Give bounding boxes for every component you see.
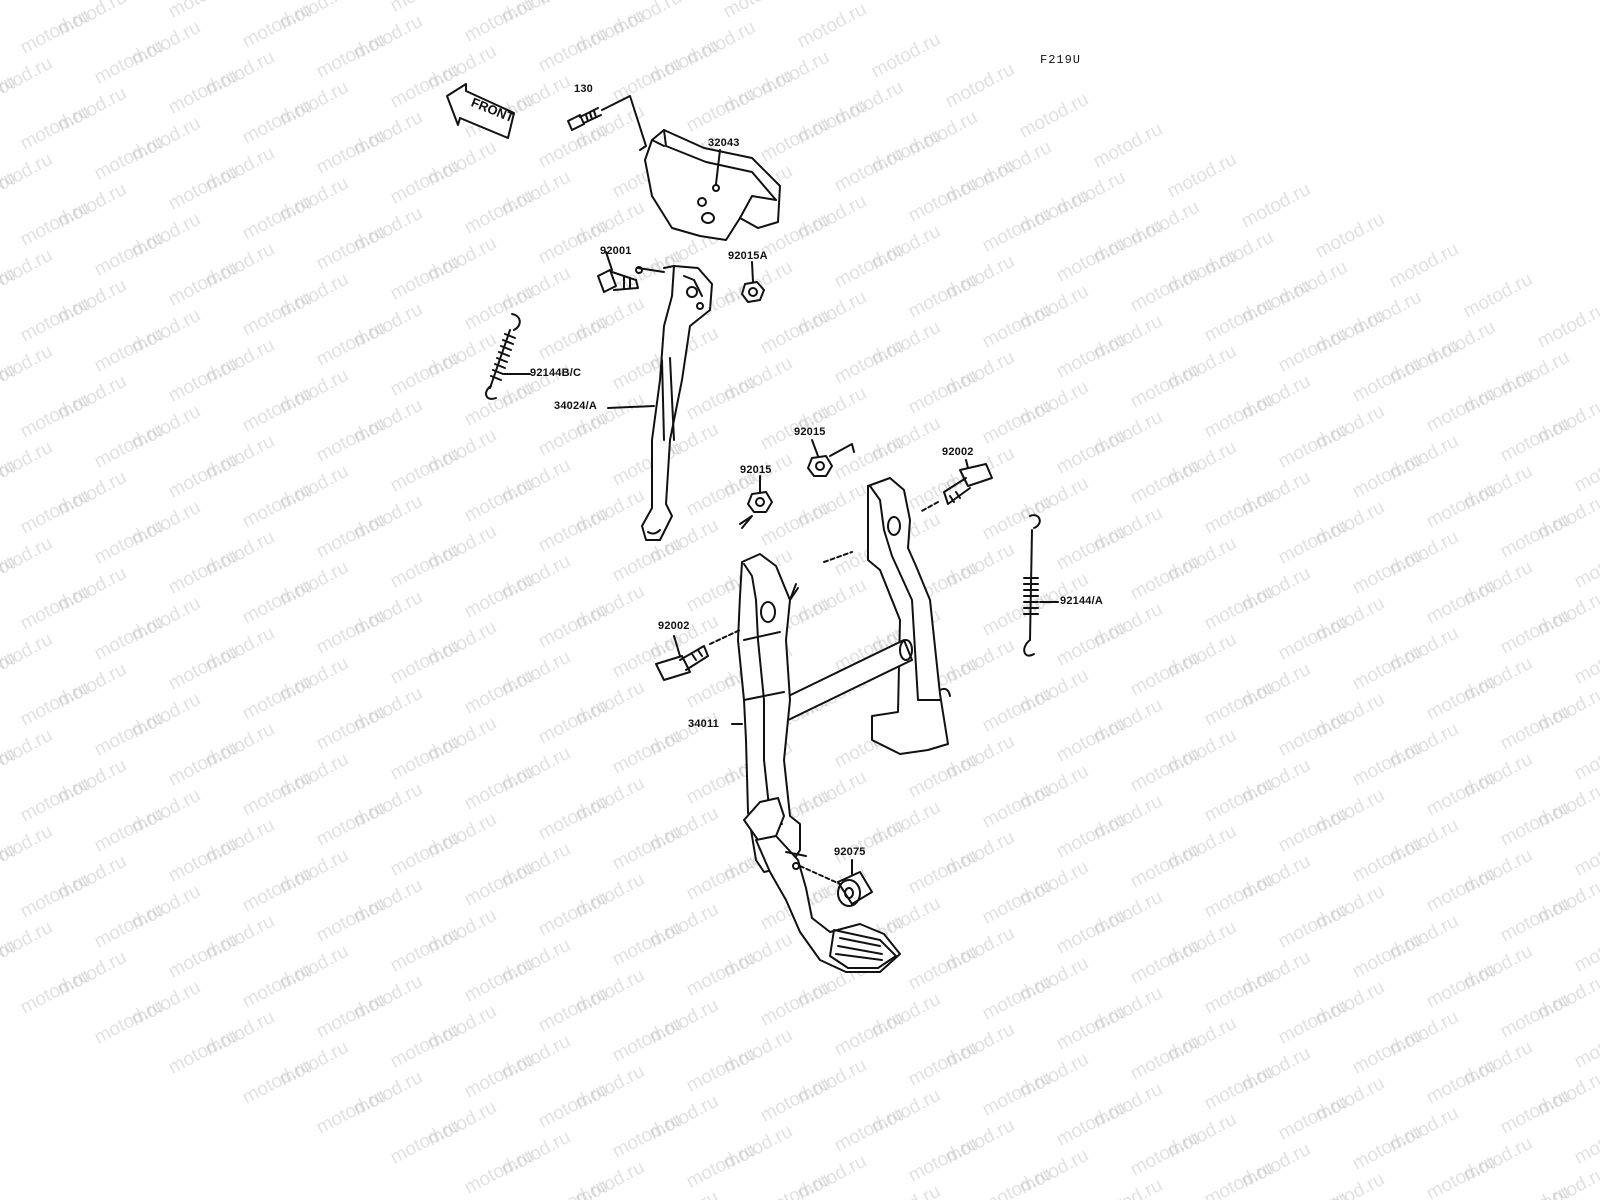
label-32043: 32043: [708, 137, 740, 149]
dashed-guide-92075: [799, 865, 841, 885]
spring-92144BC: [485, 313, 521, 400]
nut-92015-upper: [807, 455, 833, 477]
nut-92015A: [741, 281, 765, 303]
label-92002-left: 92002: [658, 620, 690, 632]
dashed-guide-92002-left: [709, 629, 741, 645]
label-92015-lower: 92015: [740, 464, 772, 476]
label-92075: 92075: [834, 846, 866, 858]
leader-line-32043: [715, 149, 721, 185]
bolt-92001: [597, 269, 639, 293]
nut-92015-lower: [747, 491, 773, 513]
figure-code: F219U: [1040, 53, 1082, 67]
label-34024A: 34024/A: [554, 400, 597, 412]
bolt-92002-left: [655, 645, 709, 681]
leader-line-92015-upper: [811, 439, 819, 457]
front-arrow-icon: FRONT: [446, 83, 516, 139]
collar-92075: [837, 871, 873, 907]
label-92015A: 92015A: [728, 250, 768, 262]
leader-line-92001: [605, 251, 613, 271]
side-stand-34024A: [635, 265, 713, 541]
leader-line-34024A: [607, 405, 655, 409]
dashed-guide-92015-upper: [829, 443, 855, 457]
leader-line-130: [601, 95, 647, 151]
dashed-guide-92002-right: [919, 501, 939, 513]
label-92015-upper: 92015: [794, 426, 826, 438]
label-130: 130: [574, 83, 593, 95]
dashed-guide-92015-lower: [739, 515, 753, 529]
label-92144BC: 92144B/C: [530, 367, 582, 379]
spring-92144A: [1023, 514, 1041, 657]
leader-line-92002-left: [673, 635, 681, 657]
leader-line-92002-right: [965, 459, 969, 469]
label-92002-right: 92002: [942, 446, 974, 458]
label-92144A: 92144/A: [1060, 595, 1103, 607]
leader-line-92015A: [751, 261, 754, 283]
bolt-130: [567, 107, 602, 131]
dashed-guide-92015-to-stand: [823, 551, 853, 563]
label-92001: 92001: [600, 245, 632, 257]
label-34011: 34011: [688, 718, 719, 730]
bracket-32043: [644, 129, 781, 241]
bolt-92002-right: [943, 463, 993, 505]
dashed-guide-stand-left: [789, 583, 799, 601]
main-stand-34011: [737, 477, 951, 973]
